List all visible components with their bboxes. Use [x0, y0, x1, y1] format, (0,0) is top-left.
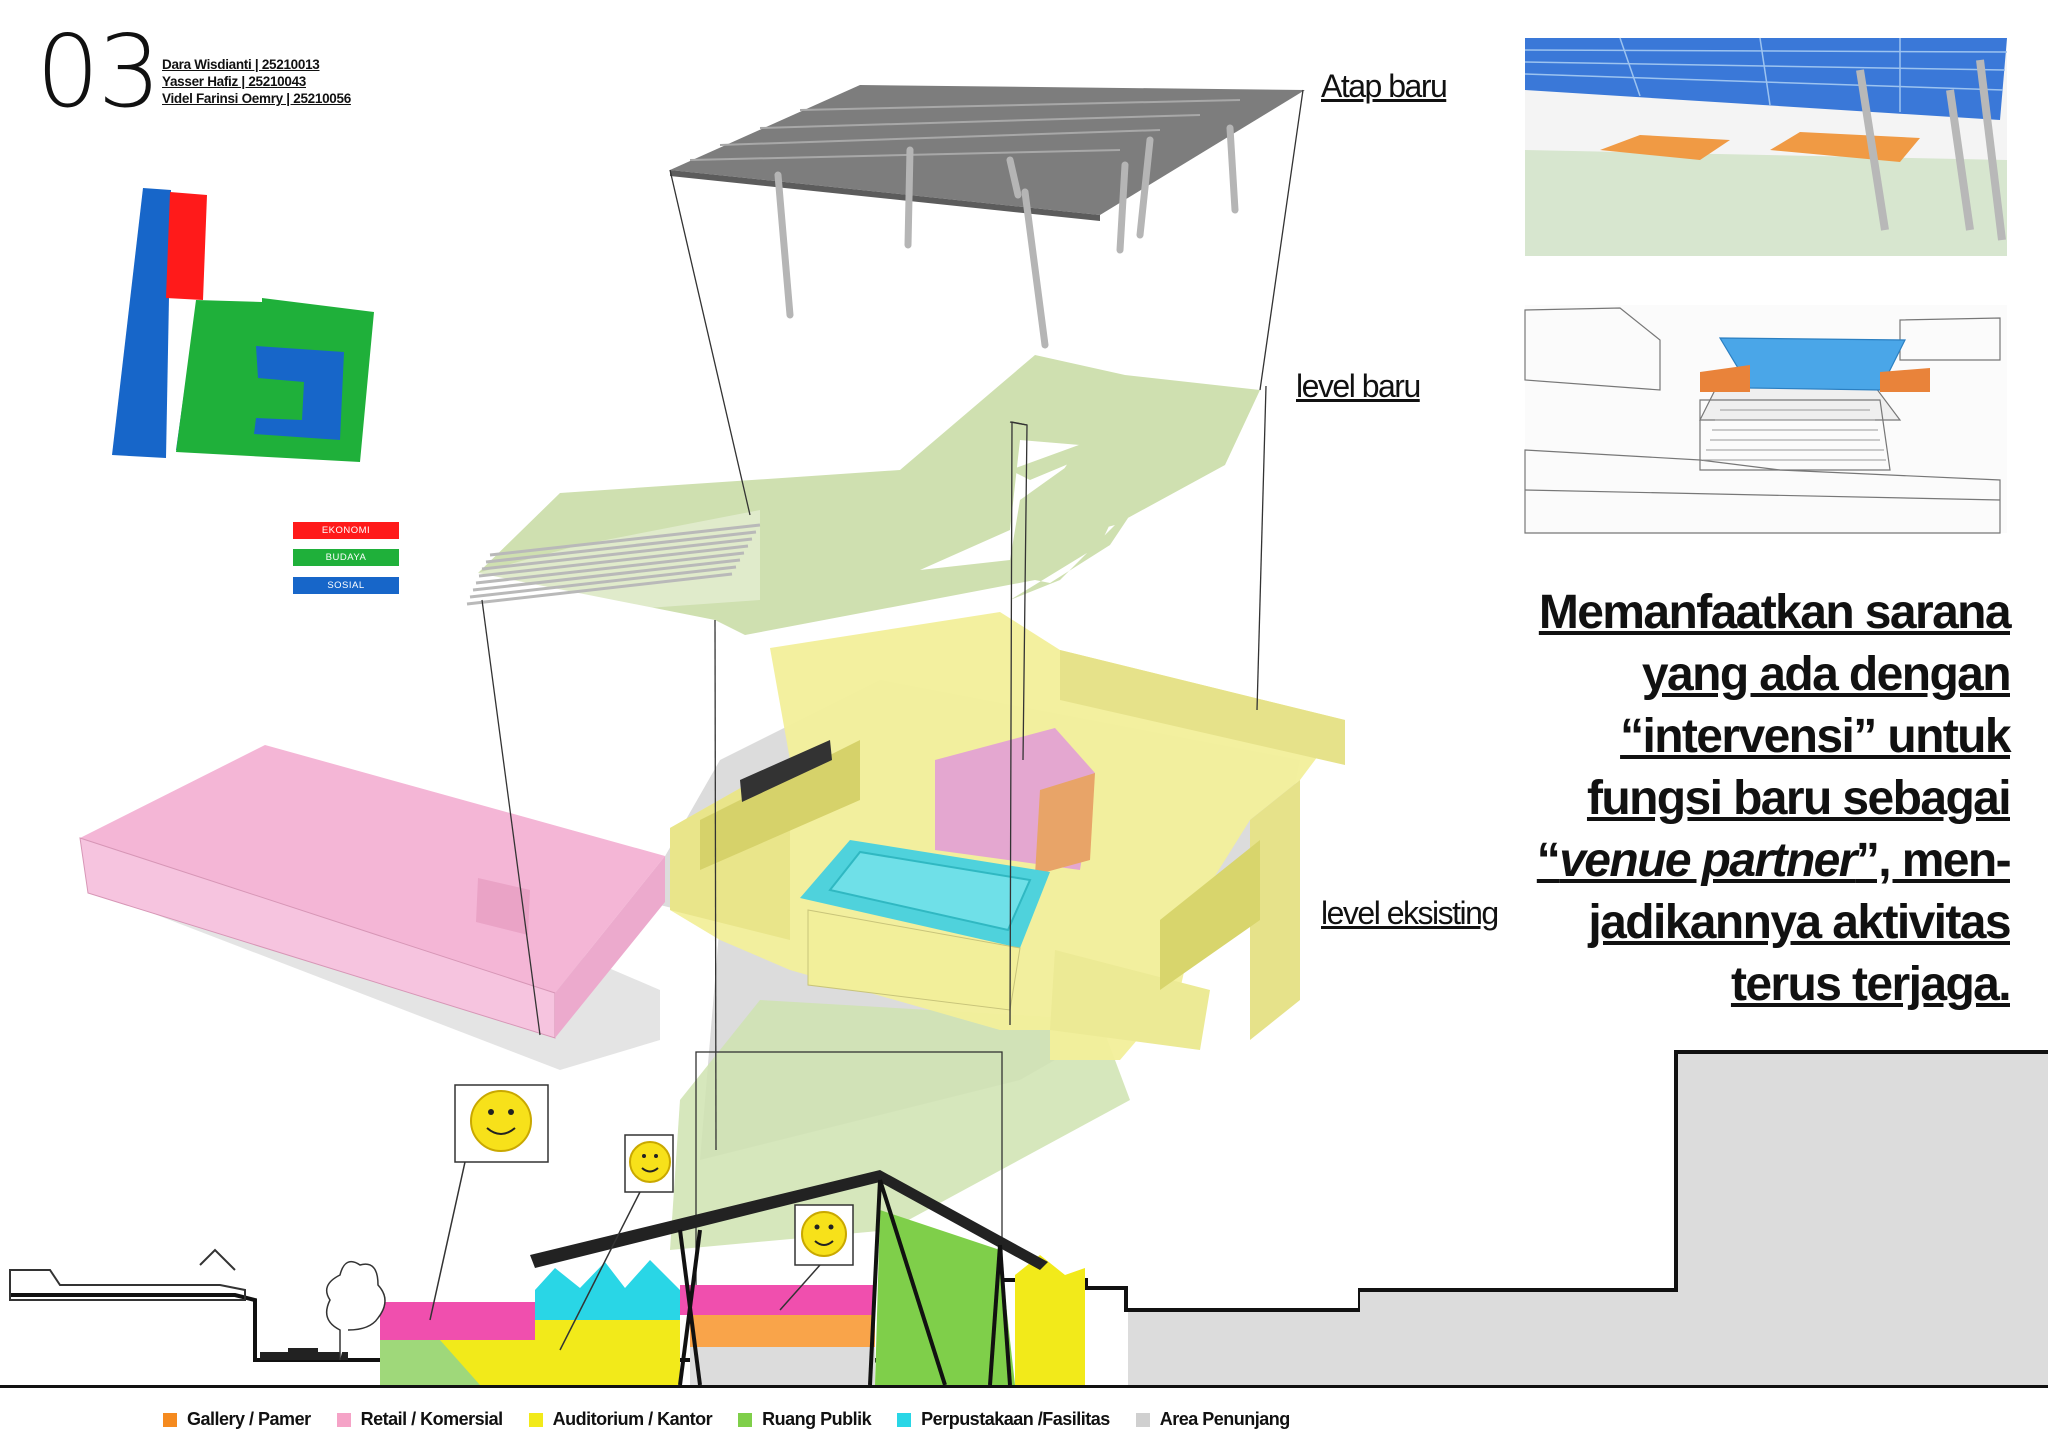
new-roof: [670, 85, 1305, 349]
legend-swatch: [897, 1412, 912, 1427]
legend-label: Area Penunjang: [1159, 1409, 1291, 1429]
legend-label: Perpustakaan /Fasilitas: [921, 1409, 1110, 1429]
logo-blue-bar: [112, 188, 171, 458]
building-section: [0, 1050, 2048, 1388]
tag-budaya: BUDAYA: [293, 549, 399, 566]
author-list: Dara Wisdianti | 25210013 Yasser Hafiz |…: [162, 56, 351, 107]
green-footprint: [670, 1000, 1130, 1250]
legend-item-perpustakaan: Perpustakaan /Fasilitas: [897, 1409, 1110, 1430]
legend-item-retail: Retail / Komersial: [336, 1409, 504, 1430]
new-level-stairs: [466, 523, 761, 606]
legend-swatch: [1135, 1412, 1150, 1427]
author-line: Yasser Hafiz | 25210043: [162, 74, 306, 89]
headline-line: yang ada dengan: [1641, 648, 2012, 701]
legend-swatch: [163, 1412, 177, 1427]
label-atap-baru: Atap baru: [1321, 68, 1448, 104]
legend-label: Retail / Komersial: [360, 1409, 504, 1429]
pink-existing-building: [79, 745, 665, 1039]
headline-line: jadikannya aktivitas: [1588, 896, 2011, 949]
legend-label: Ruang Publik: [762, 1409, 872, 1429]
logo-green-block: [176, 298, 374, 462]
headline-statement: Memanfaatkan sarana yang ada dengan “int…: [1536, 582, 2012, 1016]
legend-item-ruang-publik: Ruang Publik: [738, 1409, 872, 1430]
cyan-library-roof: [800, 840, 1050, 1011]
legend-item-gallery: Gallery / Pamer: [163, 1409, 311, 1430]
page-number: 03: [36, 13, 161, 130]
label-level-baru: level baru: [1296, 368, 1421, 404]
headline-line: terus terjaga.: [1730, 958, 2012, 1011]
tag-ekonomi: EKONOMI: [293, 522, 399, 539]
headline-line: fungsi baru sebagai: [1586, 772, 2012, 825]
headline-emphasis: venue partner: [1559, 834, 1857, 887]
author-line: Dara Wisdianti | 25210013: [162, 57, 320, 72]
legend-item-area-penunjang: Area Penunjang: [1135, 1409, 1291, 1430]
concept-logo: [112, 188, 374, 462]
program-legend: Gallery / Pamer Retail / Komersial Audit…: [163, 1409, 1316, 1430]
author-line: Videl Farinsi Oemry | 25210056: [162, 91, 351, 106]
legend-swatch: [738, 1412, 753, 1427]
legend-swatch: [336, 1412, 351, 1427]
headline-line: Memanfaatkan sarana: [1538, 586, 2012, 639]
headline-line: “venue partner”, men-: [1536, 834, 2012, 887]
perspective-render-bottom: [1524, 305, 2007, 534]
legend-label: Gallery / Pamer: [187, 1409, 311, 1429]
legend-swatch: [528, 1412, 543, 1427]
label-level-eksisting: level eksisting: [1321, 895, 1499, 931]
logo-red-block: [166, 192, 207, 300]
headline-line: “intervensi” untuk: [1620, 710, 2012, 763]
central-orange-side: [1035, 773, 1095, 875]
tag-sosial: SOSIAL: [293, 577, 399, 594]
logo-blue-inner: [254, 346, 344, 440]
legend-item-auditorium: Auditorium / Kantor: [528, 1409, 713, 1430]
new-level-floor: [470, 355, 1260, 635]
connector-lines: [481, 89, 1304, 1363]
perspective-render-top: [1524, 37, 2008, 256]
legend-label: Auditorium / Kantor: [552, 1409, 713, 1429]
